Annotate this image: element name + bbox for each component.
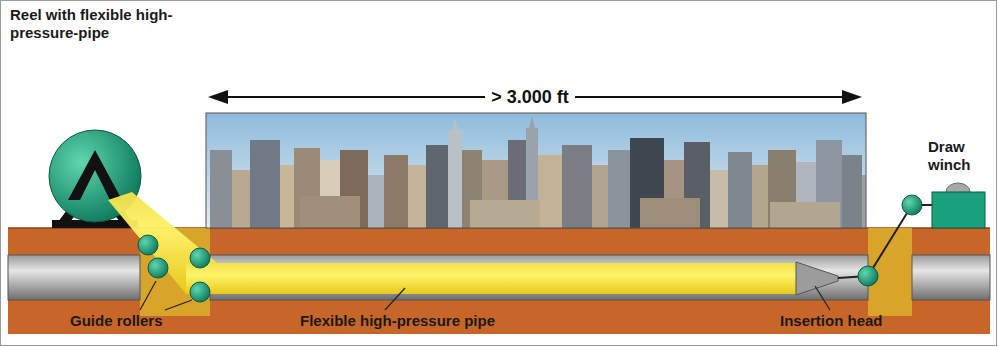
sky [206, 113, 866, 228]
spire [529, 116, 535, 128]
label-text: > 3.000 ft [485, 87, 575, 107]
building [710, 170, 728, 228]
building [538, 155, 562, 228]
arrowhead [842, 90, 862, 104]
guide-roller [858, 266, 878, 286]
label: Reel with flexible high-pressure-pipe [10, 6, 180, 42]
building [470, 200, 540, 228]
building [280, 165, 294, 228]
building [250, 140, 280, 228]
label: Draw winch [928, 138, 990, 174]
reel-stand [68, 150, 122, 200]
building [842, 155, 862, 228]
spire [452, 118, 458, 130]
ground [8, 228, 990, 334]
arrowhead [208, 90, 228, 104]
guide-roller [148, 258, 168, 278]
host-pipe [912, 255, 990, 300]
leader-line [815, 286, 830, 310]
building [862, 175, 866, 228]
leader-line [140, 281, 156, 310]
building [368, 175, 384, 228]
label-text: Flexible high-pressure pipe [300, 312, 495, 329]
building [232, 170, 250, 228]
building [384, 155, 408, 228]
building [448, 130, 462, 228]
guide-roller [902, 195, 922, 215]
building [300, 196, 360, 228]
guide-roller [190, 282, 210, 302]
building [210, 150, 232, 228]
label: Guide rollers [70, 312, 210, 330]
building [752, 165, 768, 228]
photo-border [206, 113, 866, 228]
building [426, 145, 448, 228]
building [640, 198, 700, 228]
label-text: Reel with flexible high-pressure-pipe [10, 6, 173, 41]
label-text: Insertion head [780, 312, 883, 329]
winch [932, 192, 985, 228]
building [608, 150, 630, 228]
guide-roller [190, 248, 210, 268]
skyline-photo [206, 113, 866, 228]
label: Insertion head [780, 312, 930, 330]
label-text: Draw winch [928, 138, 971, 173]
label-text: Guide rollers [70, 312, 163, 329]
building [770, 202, 840, 228]
building [562, 145, 592, 228]
leader-line [165, 300, 192, 310]
building [592, 165, 608, 228]
flexible-pipe [186, 263, 798, 294]
building [408, 165, 426, 228]
guide-roller [138, 235, 158, 255]
host-pipe [8, 255, 140, 300]
leader-line [385, 288, 405, 310]
label: > 3.000 ft [430, 86, 630, 108]
building [728, 152, 752, 228]
label: Flexible high-pressure pipe [300, 312, 560, 330]
winch-cable [838, 205, 932, 278]
